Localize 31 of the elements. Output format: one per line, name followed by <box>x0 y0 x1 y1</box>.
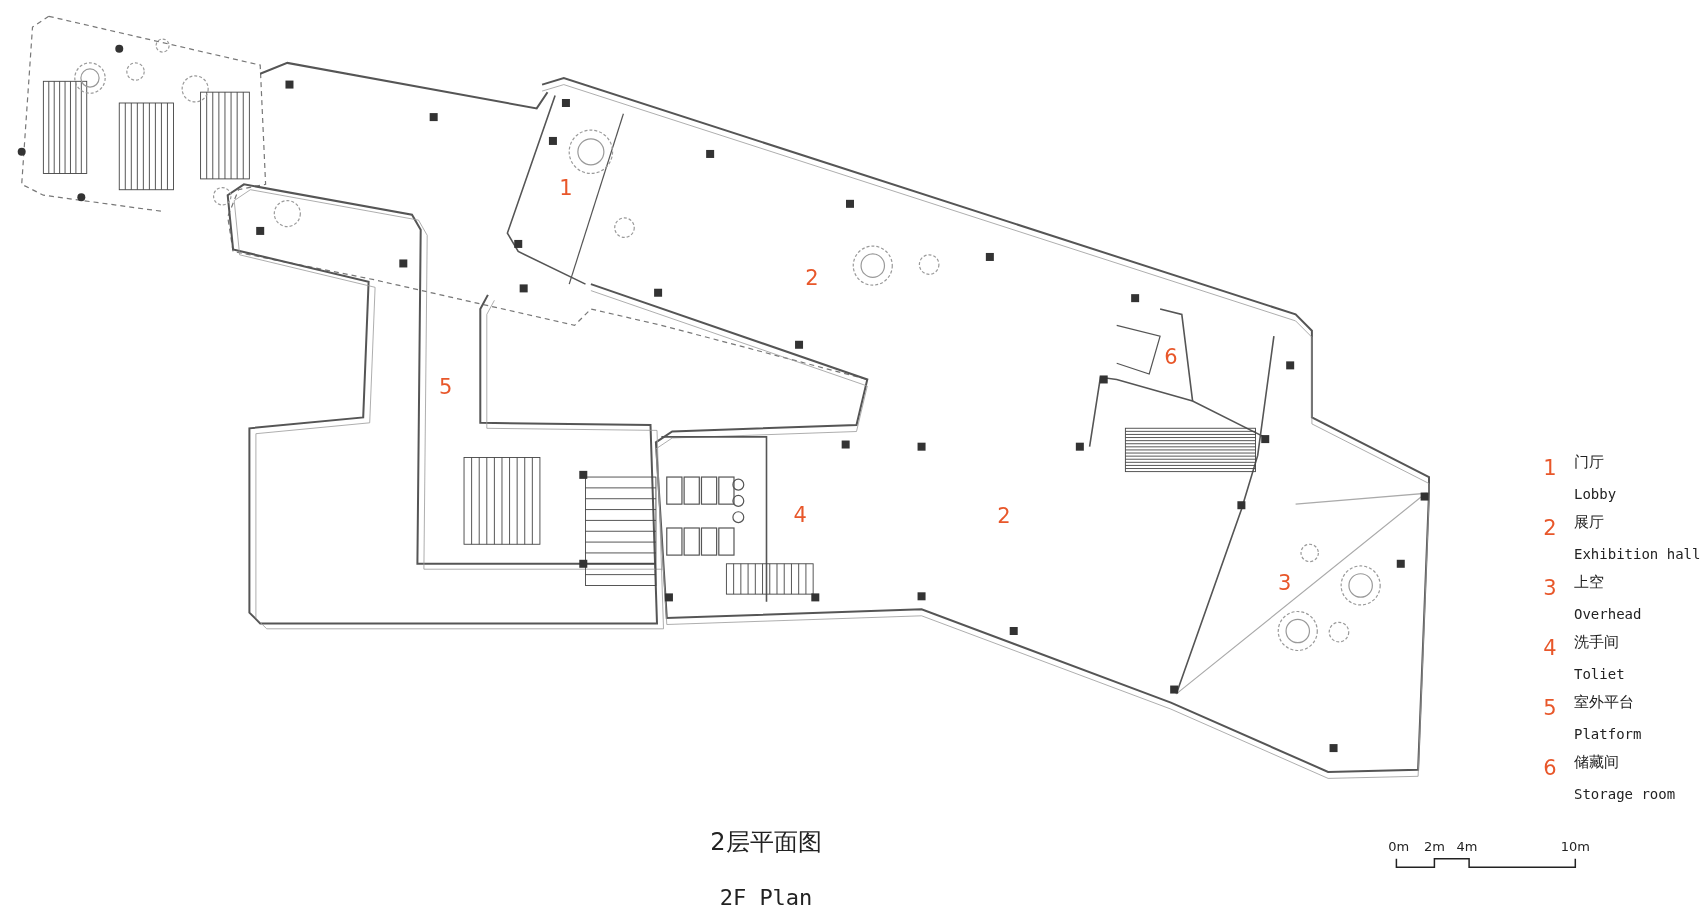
room-number: 1 <box>559 177 573 199</box>
room-number: 2 <box>997 505 1011 527</box>
room-number: 3 <box>1278 572 1292 594</box>
room-name-chinese: 室外平台 <box>1574 694 1634 710</box>
room-number: 4 <box>793 504 807 526</box>
room-number: 5 <box>438 376 453 398</box>
room-name-chinese: 展厅 <box>1574 514 1604 530</box>
legend-number: 3 <box>1543 577 1557 599</box>
room-name-chinese: 门厅 <box>1574 454 1604 470</box>
scale-label: 2m <box>1423 839 1445 853</box>
legend-number: 4 <box>1543 637 1557 659</box>
scale-label: 0m <box>1388 839 1410 853</box>
room-name-chinese: 洗手间 <box>1574 634 1619 650</box>
legend-number: 2 <box>1543 517 1557 539</box>
plan-caption: 2F Plan <box>719 887 813 909</box>
plan-title: 2层平面图 <box>710 830 822 854</box>
room-name-english: Storage room <box>1574 787 1676 801</box>
room-name-english: Overhead <box>1574 607 1642 621</box>
legend-number: 5 <box>1543 697 1557 719</box>
room-name-chinese: 上空 <box>1574 574 1604 590</box>
room-name-english: Exhibition hall <box>1574 547 1700 561</box>
legend-number: 1 <box>1543 457 1557 479</box>
room-number: 2 <box>805 267 819 289</box>
room-name-english: Lobby <box>1574 487 1617 501</box>
scale-label: 4m <box>1456 839 1478 853</box>
room-name-chinese: 储藏间 <box>1574 754 1619 770</box>
room-name-english: Toliet <box>1574 667 1625 681</box>
legend-number: 6 <box>1543 757 1557 779</box>
room-number: 6 <box>1164 346 1178 368</box>
room-name-english: Platform <box>1574 727 1642 741</box>
scale-label: 10m <box>1560 839 1590 853</box>
